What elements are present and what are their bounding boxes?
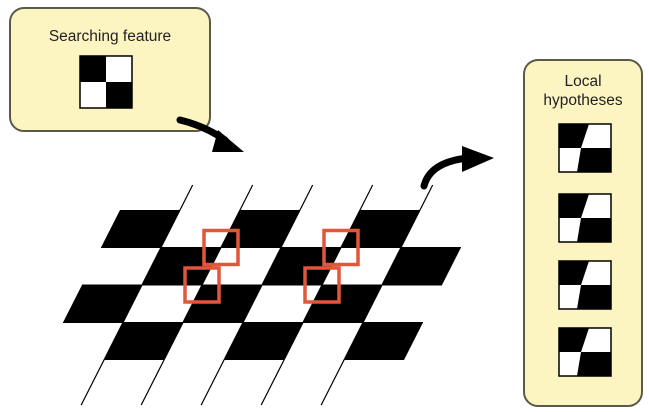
hypothesis-icon <box>558 123 612 173</box>
hypothesis-dark-top <box>559 261 589 285</box>
board-cell-dark <box>262 247 341 285</box>
grid-line <box>260 184 374 406</box>
board-cell-light <box>363 285 442 323</box>
board-cell-light <box>243 285 322 323</box>
hypothesis-dark-bottom <box>577 148 611 172</box>
checkerboard <box>44 210 480 360</box>
board-cell-dark <box>142 247 221 285</box>
grid-line <box>140 184 254 406</box>
board-cell-dark <box>224 322 303 360</box>
hypothesis-dark-top <box>559 328 589 352</box>
board-cell-dark <box>101 210 180 248</box>
grid-line <box>80 184 194 406</box>
hypothesis-dark-top <box>559 194 589 218</box>
board-cell-light <box>161 210 240 248</box>
board-cell-dark <box>341 210 420 248</box>
board-cell-dark <box>63 285 142 323</box>
board-cell-dark <box>221 210 300 248</box>
hypothesis-dark-top <box>559 124 589 148</box>
grid-line <box>200 184 314 406</box>
highlight-box <box>202 228 240 267</box>
board-cell-light <box>284 322 363 360</box>
highlight-box <box>183 266 221 304</box>
board-cell-dark <box>303 285 382 323</box>
local-hypotheses-title-line2: hypotheses <box>543 92 623 109</box>
hypothesis-list <box>558 123 612 377</box>
highlight-box <box>322 228 360 267</box>
searching-feature-title: Searching feature <box>48 28 172 45</box>
feature-pattern-icon <box>79 55 133 109</box>
arrow-to-board-icon <box>176 116 244 152</box>
board-cell-light <box>164 322 243 360</box>
hypothesis-icon <box>558 193 612 243</box>
board-cell-dark <box>344 322 423 360</box>
board-cell-light <box>401 210 480 248</box>
board-cell-light <box>123 285 202 323</box>
local-hypotheses-title-line1: Local <box>564 73 602 90</box>
grid-line <box>320 184 434 406</box>
hypothesis-icon <box>558 327 612 377</box>
highlight-box <box>303 266 341 304</box>
arrow-to-hypotheses-icon <box>420 146 494 190</box>
board-cell-light <box>202 247 281 285</box>
hypothesis-icon <box>558 260 612 310</box>
board-cell-light <box>44 322 123 360</box>
board-cell-light <box>322 247 401 285</box>
board-cell-dark <box>104 322 183 360</box>
hypothesis-dark-bottom <box>577 352 611 376</box>
grid-lines <box>63 184 461 406</box>
hypothesis-dark-bottom <box>577 285 611 309</box>
board-cell-light <box>82 247 161 285</box>
board-cell-light <box>281 210 360 248</box>
board-cell-dark <box>183 285 262 323</box>
highlighted-corners <box>183 228 360 304</box>
hypothesis-dark-bottom <box>577 218 611 242</box>
board-cell-dark <box>382 247 461 285</box>
local-hypotheses-title: Local hypotheses <box>528 72 638 110</box>
